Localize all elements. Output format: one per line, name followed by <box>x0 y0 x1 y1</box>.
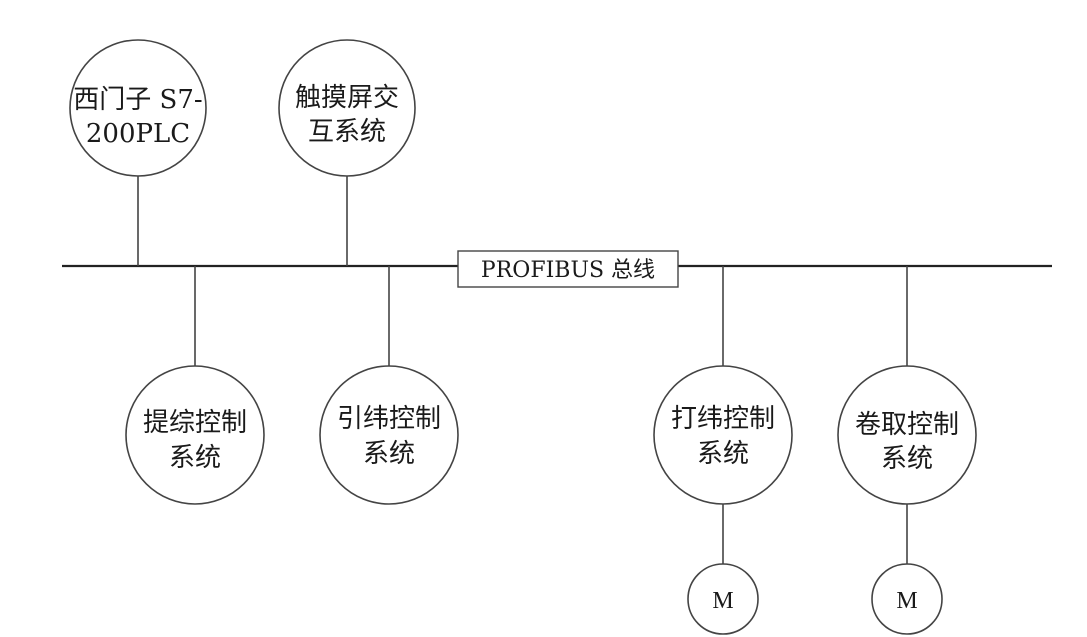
tiezong-label-line2: 系统 <box>169 443 221 473</box>
juanqu-motor: M <box>871 563 943 635</box>
juanqu-label-line2: 系统 <box>881 444 933 474</box>
juanqu-node: 卷取控制 系统 <box>837 365 977 505</box>
dawei-motor: M <box>687 563 759 635</box>
plc-label-line1: 西门子 S7- <box>73 85 202 115</box>
dawei-motor-label: M <box>712 588 733 614</box>
yinwei-label-line2: 系统 <box>363 439 415 469</box>
tiezong-node: 提综控制 系统 <box>125 365 265 505</box>
touchscreen-node: 触摸屏交 互系统 <box>278 39 416 177</box>
dawei-label-line1: 打纬控制 <box>671 404 775 434</box>
plc-node: 西门子 S7- 200PLC <box>69 39 207 177</box>
juanqu-motor-label: M <box>896 588 917 614</box>
touchscreen-label-line2: 互系统 <box>308 117 386 147</box>
profibus-label: PROFIBUS 总线 <box>457 250 679 288</box>
yinwei-label-line1: 引纬控制 <box>337 404 441 434</box>
profibus-label-text: PROFIBUS 总线 <box>481 258 655 283</box>
yinwei-node: 引纬控制 系统 <box>319 365 459 505</box>
touchscreen-label-line1: 触摸屏交 <box>295 83 399 113</box>
juanqu-label-line1: 卷取控制 <box>855 410 959 440</box>
dawei-node: 打纬控制 系统 <box>653 365 793 505</box>
plc-label-line2: 200PLC <box>86 119 190 149</box>
tiezong-label-line1: 提综控制 <box>143 408 247 438</box>
dawei-label-line2: 系统 <box>697 439 749 469</box>
